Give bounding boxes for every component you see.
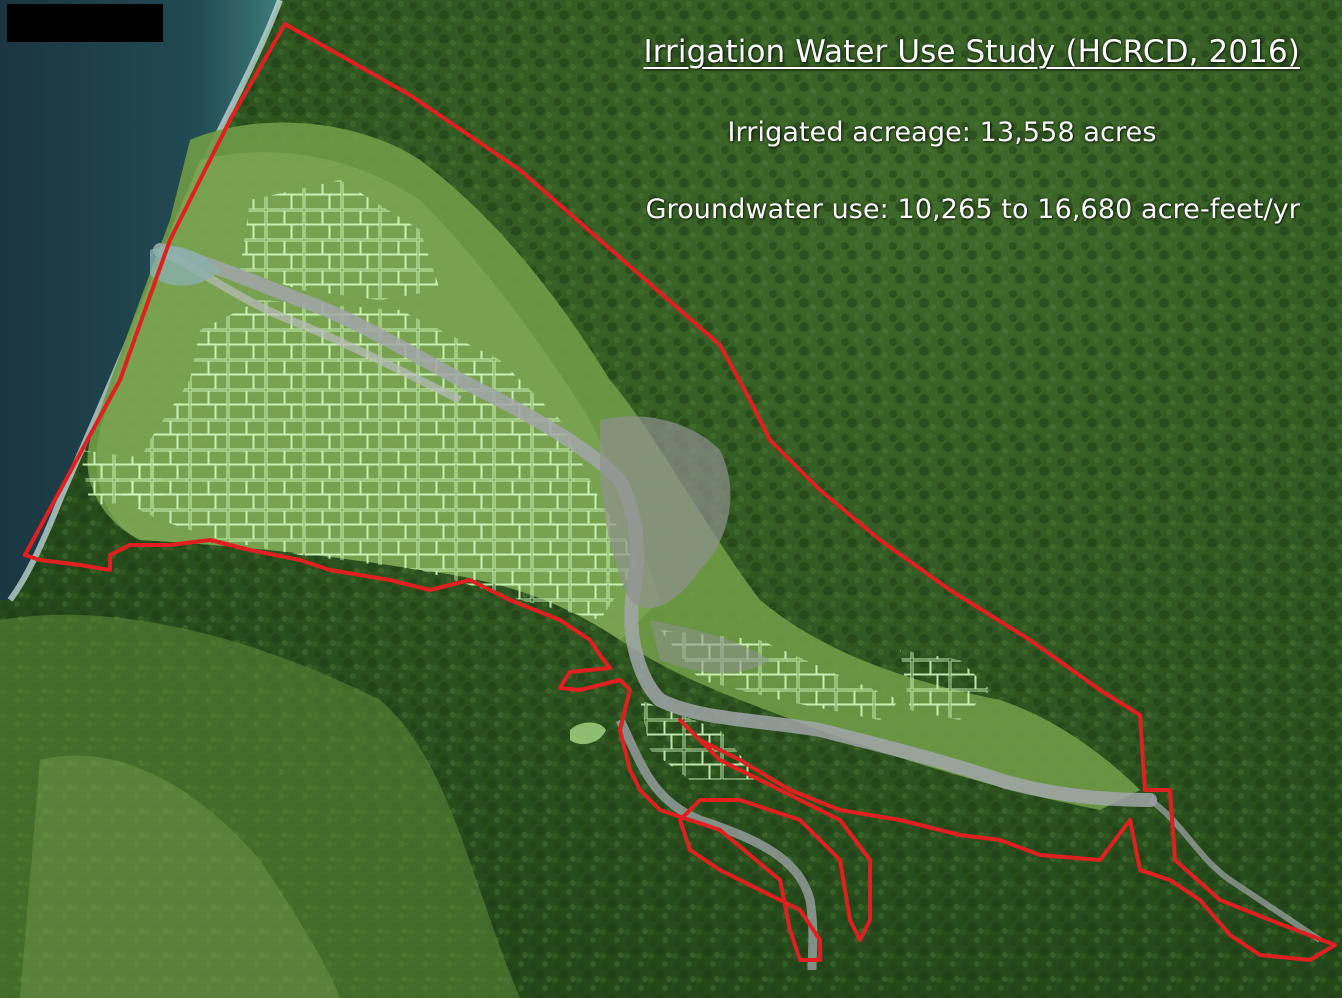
irrigated-parcels-far-east — [900, 650, 990, 720]
irrigated-parcels-west — [80, 450, 165, 505]
small-field — [570, 722, 606, 745]
river-east-fork — [1148, 797, 1322, 943]
map-title: Irrigation Water Use Study (HCRCD, 2016) — [643, 34, 1300, 70]
irrigated-parcels-north — [240, 180, 440, 300]
town-area-east — [650, 620, 770, 674]
irrigated-parcels-main — [120, 300, 640, 620]
town-area — [600, 416, 731, 609]
estuary-lagoon — [150, 246, 220, 286]
redaction-block — [7, 4, 163, 42]
groundwater-use-text: Groundwater use: 10,265 to 16,680 acre-f… — [645, 194, 1300, 225]
irrigated-acreage-text: Irrigated acreage: 13,558 acres — [727, 117, 1157, 148]
southwest-hills — [0, 614, 520, 998]
study-area-boundary — [23, 22, 1337, 962]
open-grassland — [20, 755, 340, 998]
